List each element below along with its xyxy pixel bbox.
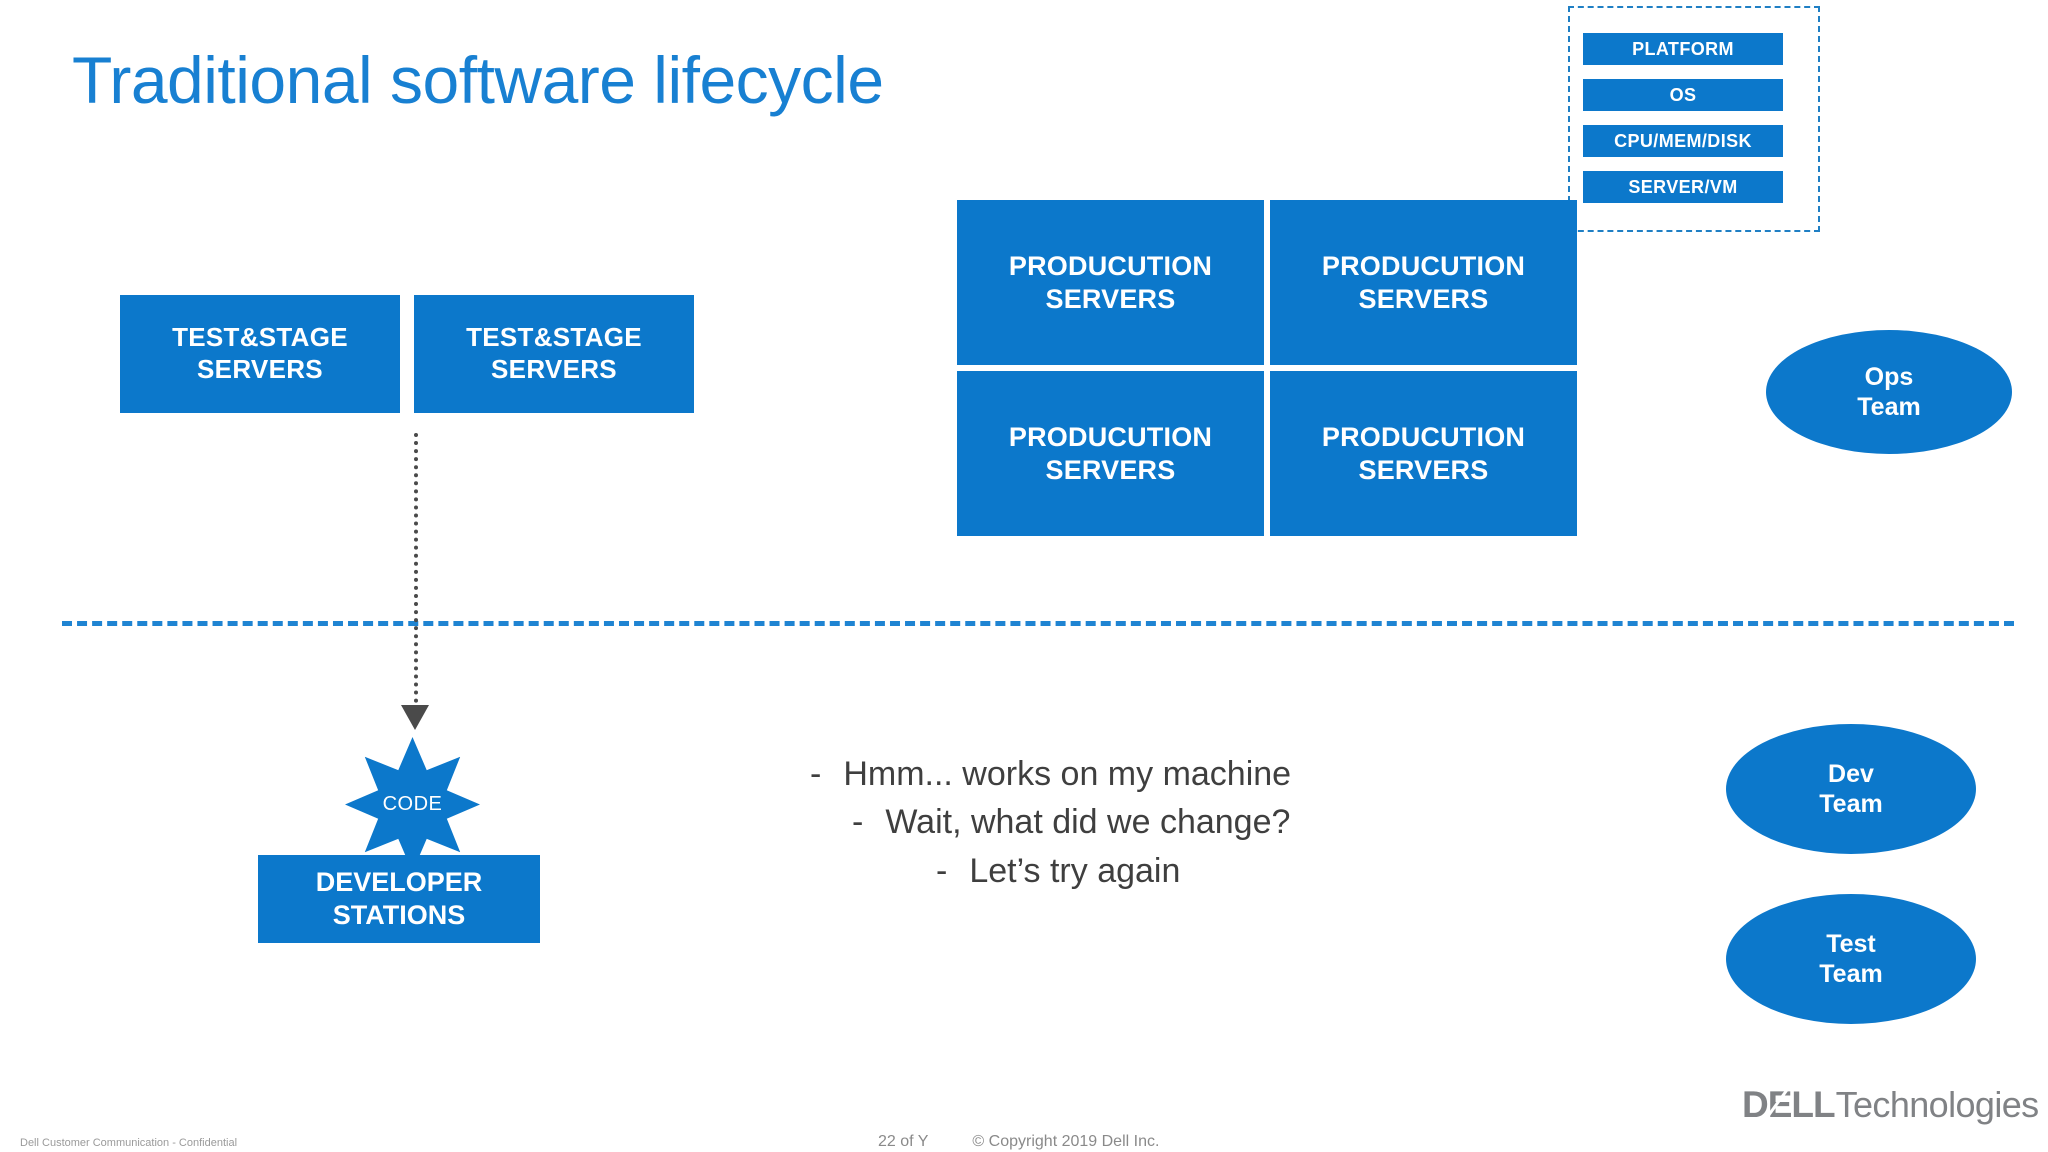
complaint-line-1: - Hmm... works on my machine: [810, 750, 1450, 798]
footer-center: 22 of Y © Copyright 2019 Dell Inc.: [878, 1133, 1159, 1151]
stack-layer-platform: PLATFORM: [1583, 33, 1783, 65]
code-starburst: CODE: [345, 737, 480, 872]
page-number: 22 of Y: [878, 1133, 929, 1150]
stack-layer-server-vm: SERVER/VM: [1583, 171, 1783, 203]
infrastructure-stack-group: PLATFORM OS CPU/MEM/DISK SERVER/VM: [1568, 6, 1820, 232]
bullet-dash: -: [810, 755, 822, 793]
complaint-line-2: - Wait, what did we change?: [810, 798, 1450, 846]
complaints-list: - Hmm... works on my machine - Wait, wha…: [810, 750, 1450, 895]
bullet-dash: -: [852, 803, 864, 842]
copyright-notice: © Copyright 2019 Dell Inc.: [972, 1133, 1160, 1150]
flow-arrow-head-icon: [401, 705, 429, 730]
technologies-wordmark: Technologies: [1835, 1084, 2040, 1125]
complaint-text: Let’s try again: [969, 851, 1181, 890]
dell-wordmark-text: DELL: [1742, 1084, 1836, 1125]
page-title: Traditional software lifecycle: [72, 43, 884, 117]
stack-layer-os: OS: [1583, 79, 1783, 111]
dell-technologies-logo: DELL Technologies: [1742, 1084, 2039, 1126]
complaint-text: Wait, what did we change?: [885, 803, 1291, 842]
dell-wordmark: DELL: [1742, 1084, 1836, 1126]
footer-confidentiality-notice: Dell Customer Communication - Confidenti…: [20, 1137, 238, 1149]
code-label: CODE: [382, 793, 443, 815]
complaint-line-3: - Let’s try again: [810, 847, 1450, 895]
flow-arrow-line: [414, 433, 418, 711]
complaint-text: Hmm... works on my machine: [843, 755, 1292, 793]
stack-layer-cpu-mem-disk: CPU/MEM/DISK: [1583, 125, 1783, 157]
bullet-dash: -: [936, 851, 948, 890]
dev-ops-divider: [62, 621, 2014, 626]
